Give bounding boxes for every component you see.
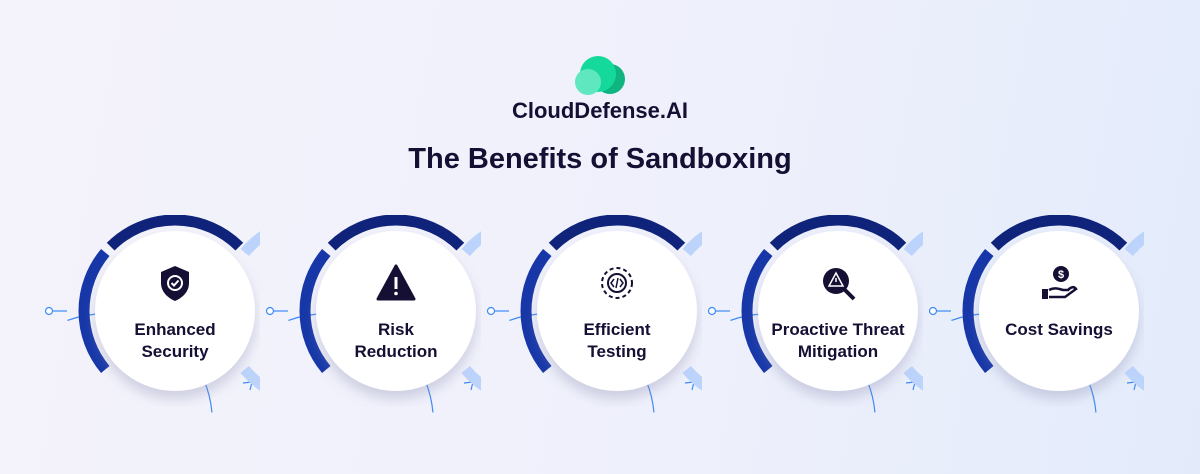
benefit-label-line2: Reduction (354, 342, 438, 361)
benefit-label-line1: Proactive Threat (771, 320, 905, 339)
benefit-label-line1: Cost Savings (1005, 320, 1113, 339)
shield-check-icon (161, 266, 189, 301)
benefit-label-line1: Enhanced (134, 320, 216, 339)
connector-node (486, 306, 496, 316)
benefit-card: $ Cost Savings (924, 215, 1144, 415)
connector-node (928, 306, 938, 316)
gear-code-icon (601, 267, 633, 299)
benefit-label-line2: Security (141, 342, 209, 361)
connector-node (707, 306, 717, 316)
ring-graphic (486, 215, 702, 413)
brand-name: CloudDefense.AI (511, 98, 689, 123)
benefit-label-line1: Risk (378, 320, 414, 339)
benefit-circle (537, 231, 697, 391)
page-title: The Benefits of Sandboxing (408, 143, 792, 175)
ring-graphic (44, 215, 260, 413)
brand-logo (0, 55, 1200, 102)
connector-node (265, 306, 275, 316)
ring-graphic (928, 215, 1144, 413)
benefit-label: Cost Savings (969, 319, 1149, 341)
connector-node (44, 306, 54, 316)
benefit-label-line1: Efficient (583, 320, 651, 339)
warning-triangle-icon (376, 264, 416, 301)
cloud-logo-icon (575, 56, 625, 95)
benefit-circle (979, 231, 1139, 391)
benefit-circle (758, 231, 918, 391)
ring-graphic (265, 215, 481, 413)
ring-graphic (707, 215, 923, 413)
money-hand-icon: $ (1042, 266, 1078, 299)
benefit-label-line2: Mitigation (797, 342, 879, 361)
benefit-circle (316, 231, 476, 391)
svg-text:$: $ (1058, 269, 1064, 281)
benefit-circle (95, 231, 255, 391)
benefit-label-line2: Testing (587, 342, 647, 361)
threat-search-icon (823, 268, 856, 301)
